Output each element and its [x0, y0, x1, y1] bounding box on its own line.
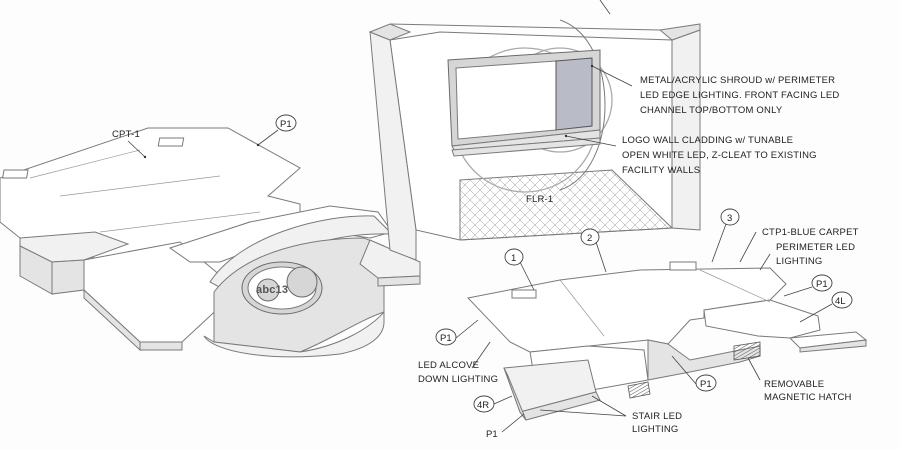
num-3-tag: 3: [727, 213, 732, 224]
callout-p1-left: P1: [256, 114, 297, 147]
shroud-line-3: CHANNEL TOP/BOTTOM ONLY: [640, 105, 783, 116]
callout-4r: 4R: [473, 395, 513, 413]
callout-flr1: FLR-1: [526, 194, 553, 205]
shroud-line-2: LED EDGE LIGHTING. FRONT FACING LED: [640, 90, 840, 101]
hatch-line-2: MAGNETIC HATCH: [764, 392, 852, 403]
stair-led-line-1: STAIR LED: [632, 411, 682, 422]
callout-logo-wall: LOGO WALL CLADDING w/ TUNABLE OPEN WHITE…: [564, 134, 817, 176]
p1-left-tag: P1: [280, 119, 292, 130]
desk-logo: abc13: [256, 284, 288, 296]
hatch-line-1: REMOVABLE: [764, 379, 824, 390]
callout-num-2: 2: [580, 228, 607, 273]
led-alcove-line-1: LED ALCOVE: [418, 360, 479, 371]
callout-p1-bottom: P1: [671, 355, 717, 392]
logo-wall-line-2: OPEN WHITE LED, Z-CLEAT TO EXISTING: [622, 150, 817, 161]
p1-stair-tag: P1: [486, 429, 498, 440]
4l-tag: 4L: [835, 296, 846, 307]
shroud-line-1: METAL/ACRYLIC SHROUD w/ PERIMETER: [640, 75, 835, 86]
num-2-tag: 2: [587, 233, 592, 244]
perimeter-led-line-1: PERIMETER LED: [776, 242, 855, 253]
callout-p1-right: P1: [783, 274, 833, 297]
callout-p1-stair: P1: [486, 413, 525, 440]
logo-wall-room: [368, 19, 701, 261]
callout-stair-led: STAIR LED LIGHTING: [539, 395, 682, 435]
num-1-tag: 1: [511, 253, 516, 264]
callout-p1-mid: P1: [435, 319, 479, 346]
cpt1-label: CPT-1: [112, 129, 140, 140]
p1-mid-tag: P1: [440, 333, 452, 344]
set-platform: [467, 261, 868, 421]
callout-num-1: 1: [504, 248, 535, 291]
4r-tag: 4R: [477, 400, 489, 411]
callout-4l: 4L: [799, 291, 853, 323]
callout-perimeter-led: PERIMETER LED LIGHTING: [759, 242, 855, 271]
logo-wall-line-1: LOGO WALL CLADDING w/ TUNABLE: [622, 135, 793, 146]
led-alcove-line-2: DOWN LIGHTING: [418, 374, 498, 385]
callout-removable-hatch: REMOVABLE MAGNETIC HATCH: [747, 357, 852, 403]
perimeter-led-line-2: LIGHTING: [776, 256, 822, 267]
p1-bottom-tag: P1: [700, 379, 712, 390]
callout-shroud: METAL/ACRYLIC SHROUD w/ PERIMETER LED ED…: [590, 64, 840, 116]
callout-cpt1: CPT-1: [112, 129, 147, 159]
p1-right-tag: P1: [816, 279, 828, 290]
callout-ctp1: CTP1-BLUE CARPET: [739, 227, 859, 263]
ctp1-label: CTP1-BLUE CARPET: [762, 227, 859, 238]
callout-num-3: 3: [711, 208, 740, 263]
anchor-desk-platform: abc13: [0, 127, 421, 358]
flr1-label: FLR-1: [526, 194, 553, 205]
stair-led-line-2: LIGHTING: [632, 424, 678, 435]
logo-wall-line-3: FACILITY WALLS: [622, 165, 700, 176]
callout-led-alcove: LED ALCOVE DOWN LIGHTING: [418, 341, 498, 385]
